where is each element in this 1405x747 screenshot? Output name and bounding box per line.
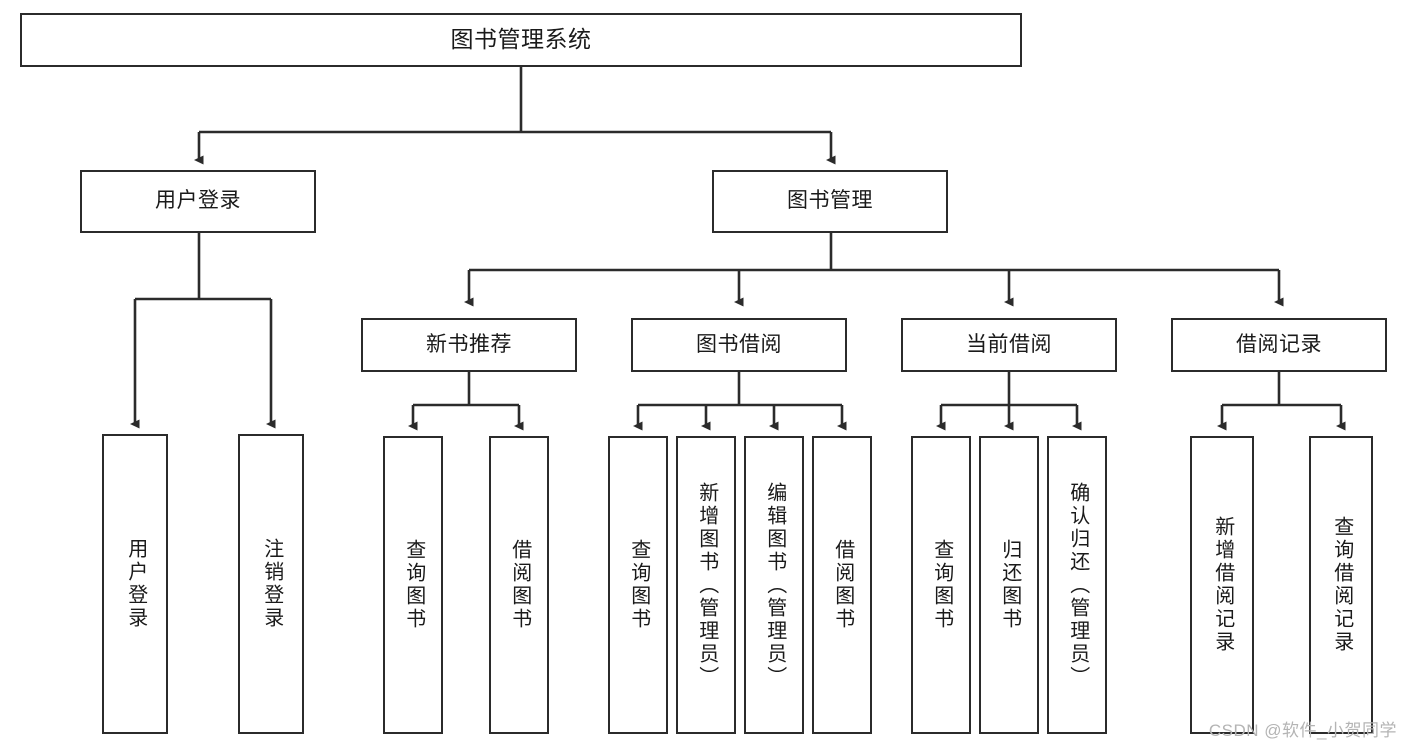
node-root-label: 图书管理系统 bbox=[450, 26, 592, 53]
node-leaf-user-login[interactable]: 用户登录 bbox=[102, 434, 168, 734]
node-leaf-return-book[interactable]: 归还图书 bbox=[979, 436, 1039, 734]
node-book-manage[interactable]: 图书管理 bbox=[712, 170, 948, 233]
node-leaf-confirm-return[interactable]: 确认归还（管理员） bbox=[1047, 436, 1107, 734]
node-leaf-edit-book-label: 编辑图书（管理员） bbox=[763, 481, 786, 689]
node-leaf-borrow-book-2-label: 借阅图书 bbox=[831, 539, 854, 631]
node-leaf-logout[interactable]: 注销登录 bbox=[238, 434, 304, 734]
node-leaf-add-book[interactable]: 新增图书（管理员） bbox=[676, 436, 736, 734]
node-leaf-query-book-3[interactable]: 查询图书 bbox=[911, 436, 971, 734]
node-leaf-user-login-label: 用户登录 bbox=[124, 538, 147, 630]
node-leaf-query-book-2-label: 查询图书 bbox=[627, 539, 650, 631]
node-book-borrow-label: 图书借阅 bbox=[696, 332, 782, 356]
node-leaf-query-record-label: 查询借阅记录 bbox=[1330, 516, 1353, 654]
node-root[interactable]: 图书管理系统 bbox=[20, 13, 1022, 67]
node-new-book-recommend[interactable]: 新书推荐 bbox=[361, 318, 577, 372]
node-leaf-borrow-book-2[interactable]: 借阅图书 bbox=[812, 436, 872, 734]
node-borrow-record[interactable]: 借阅记录 bbox=[1171, 318, 1387, 372]
node-leaf-add-book-label: 新增图书（管理员） bbox=[695, 481, 718, 689]
node-leaf-query-book-2[interactable]: 查询图书 bbox=[608, 436, 668, 734]
node-current-borrow[interactable]: 当前借阅 bbox=[901, 318, 1117, 372]
node-leaf-edit-book[interactable]: 编辑图书（管理员） bbox=[744, 436, 804, 734]
node-leaf-borrow-book-1-label: 借阅图书 bbox=[508, 539, 531, 631]
node-user-login[interactable]: 用户登录 bbox=[80, 170, 316, 233]
node-borrow-record-label: 借阅记录 bbox=[1236, 332, 1322, 356]
node-leaf-confirm-return-label: 确认归还（管理员） bbox=[1066, 481, 1089, 689]
node-leaf-logout-label: 注销登录 bbox=[260, 538, 283, 630]
node-leaf-query-record[interactable]: 查询借阅记录 bbox=[1309, 436, 1373, 734]
node-leaf-add-record[interactable]: 新增借阅记录 bbox=[1190, 436, 1254, 734]
node-leaf-return-book-label: 归还图书 bbox=[998, 539, 1021, 631]
node-leaf-query-book-1-label: 查询图书 bbox=[402, 539, 425, 631]
node-user-login-label: 用户登录 bbox=[155, 189, 241, 213]
node-book-borrow[interactable]: 图书借阅 bbox=[631, 318, 847, 372]
node-leaf-query-book-3-label: 查询图书 bbox=[930, 539, 953, 631]
node-book-manage-label: 图书管理 bbox=[787, 189, 873, 213]
node-new-book-recommend-label: 新书推荐 bbox=[426, 332, 512, 356]
node-leaf-borrow-book-1[interactable]: 借阅图书 bbox=[489, 436, 549, 734]
node-leaf-query-book-1[interactable]: 查询图书 bbox=[383, 436, 443, 734]
node-current-borrow-label: 当前借阅 bbox=[966, 332, 1052, 356]
node-leaf-add-record-label: 新增借阅记录 bbox=[1211, 516, 1234, 654]
